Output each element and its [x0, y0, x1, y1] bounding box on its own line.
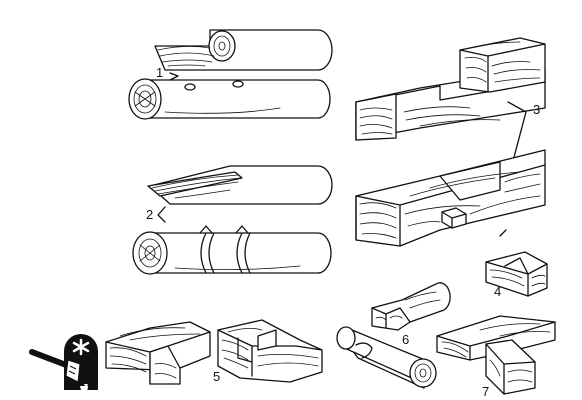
block-4: [485, 251, 548, 297]
label-6: 6: [402, 332, 410, 347]
log-diagonal: [336, 326, 437, 389]
log-1-upper: [154, 29, 333, 71]
joint-5-right: [217, 319, 323, 383]
label-4: 4: [494, 284, 502, 299]
label-1: 1: [156, 65, 164, 80]
log-pair-2: [132, 165, 333, 275]
label-3: 3: [533, 102, 541, 117]
log-1-lower: [128, 78, 331, 120]
log-6: [371, 282, 451, 331]
joint-5-left: [105, 321, 211, 385]
log-2-lower: [132, 225, 332, 275]
splitting-axe-warning-icon: [29, 334, 98, 393]
timber-3-lower: [355, 149, 546, 247]
label-7: 7: [482, 384, 490, 399]
label-2: 2: [146, 207, 154, 222]
timber-3-upper: [355, 37, 546, 141]
log-2-upper: [147, 165, 333, 205]
log-pair-1: [128, 29, 333, 120]
label-5: 5: [213, 369, 221, 384]
cross-lap-7: [436, 315, 556, 395]
